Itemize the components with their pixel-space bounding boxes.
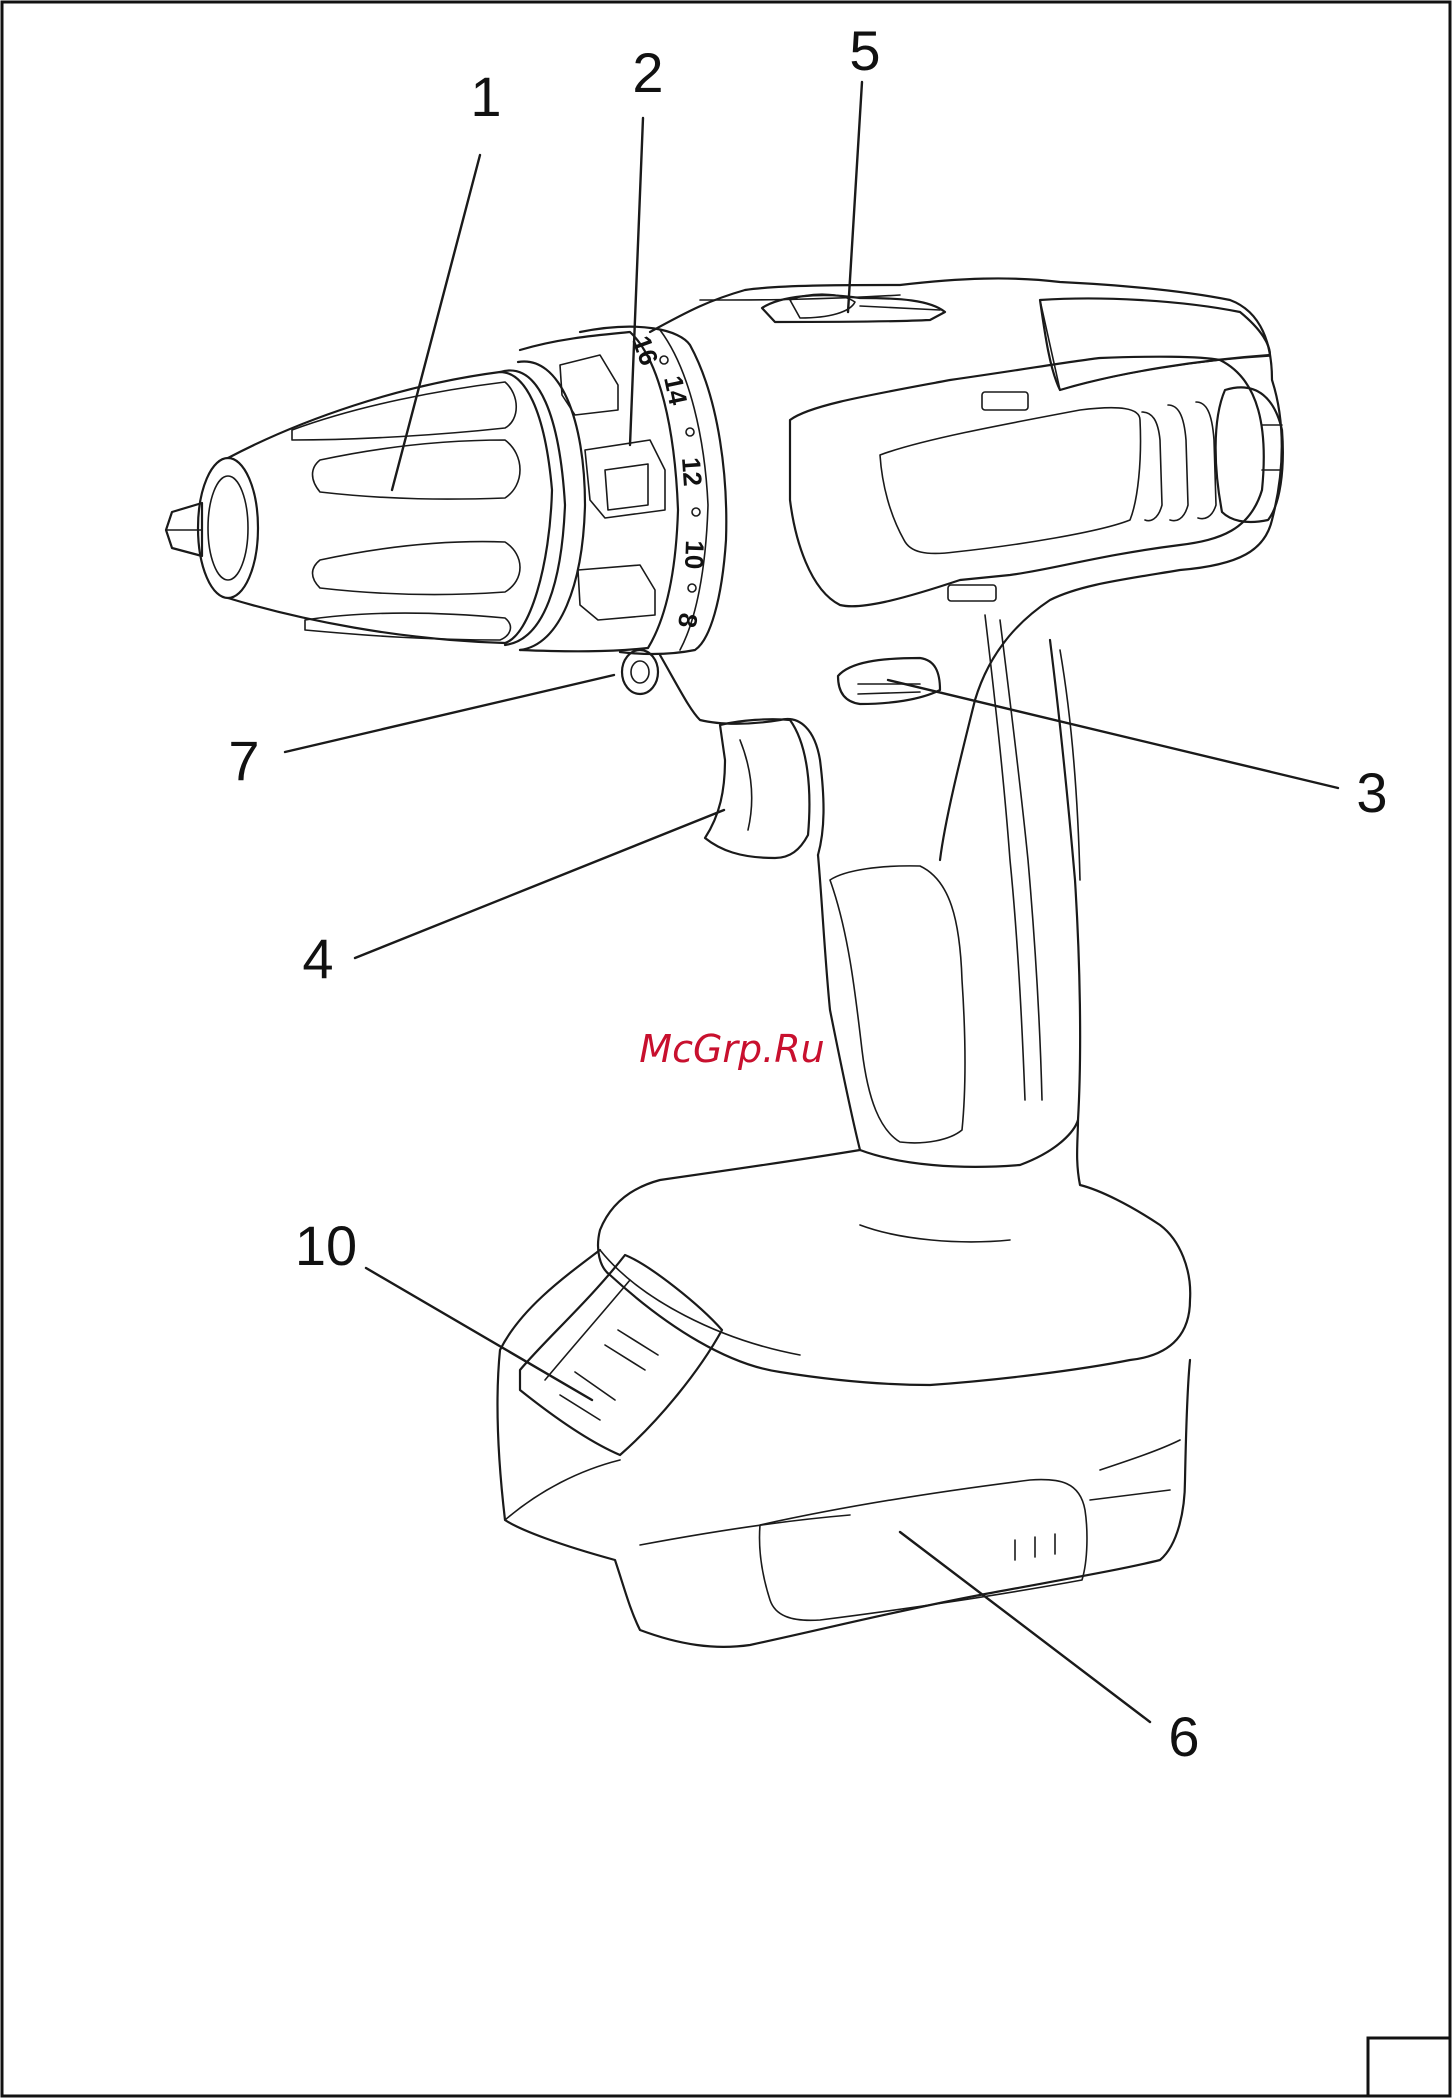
leader-line-1	[392, 155, 480, 490]
leader-line-3	[888, 680, 1338, 788]
dial-number-10: 10	[679, 540, 710, 570]
badge-top	[982, 392, 1028, 410]
dial-number-14: 14	[658, 373, 693, 408]
badge-bottom	[948, 585, 996, 601]
dial-dot	[686, 428, 694, 436]
callout-10: 10	[295, 1214, 357, 1277]
callout-7: 7	[228, 729, 259, 792]
callout-6: 6	[1168, 1705, 1199, 1768]
callout-4: 4	[302, 927, 333, 990]
watermark: McGrp.Ru	[639, 1027, 824, 1071]
callout-1: 1	[470, 65, 501, 128]
callouts: 1 2 3 4 5 6 7 10	[228, 19, 1387, 1768]
battery-pack	[498, 1250, 1190, 1647]
leader-line-5	[848, 82, 862, 312]
dial-dot	[692, 508, 700, 516]
chuck-nose-ring	[198, 458, 258, 598]
page-number-box	[1368, 2038, 1450, 2096]
leader-line-4	[355, 810, 724, 958]
dial-number-8: 8	[672, 611, 704, 630]
dial-number-12: 12	[676, 456, 708, 487]
trigger-switch	[705, 719, 809, 858]
leader-line-7	[285, 675, 614, 752]
callout-5: 5	[849, 19, 880, 82]
motor-housing	[650, 278, 1282, 860]
work-light	[622, 650, 658, 694]
leader-line-6	[900, 1532, 1150, 1722]
callout-2: 2	[632, 41, 663, 104]
torque-dial-scale: 16 14 12 10 8	[626, 332, 710, 630]
keyless-chuck	[228, 372, 552, 643]
leader-line-10	[366, 1268, 592, 1400]
leader-lines	[285, 82, 1338, 1722]
dial-dot	[688, 584, 696, 592]
handle-grip	[818, 640, 1080, 1167]
leader-line-2	[630, 118, 643, 445]
callout-3: 3	[1356, 761, 1387, 824]
